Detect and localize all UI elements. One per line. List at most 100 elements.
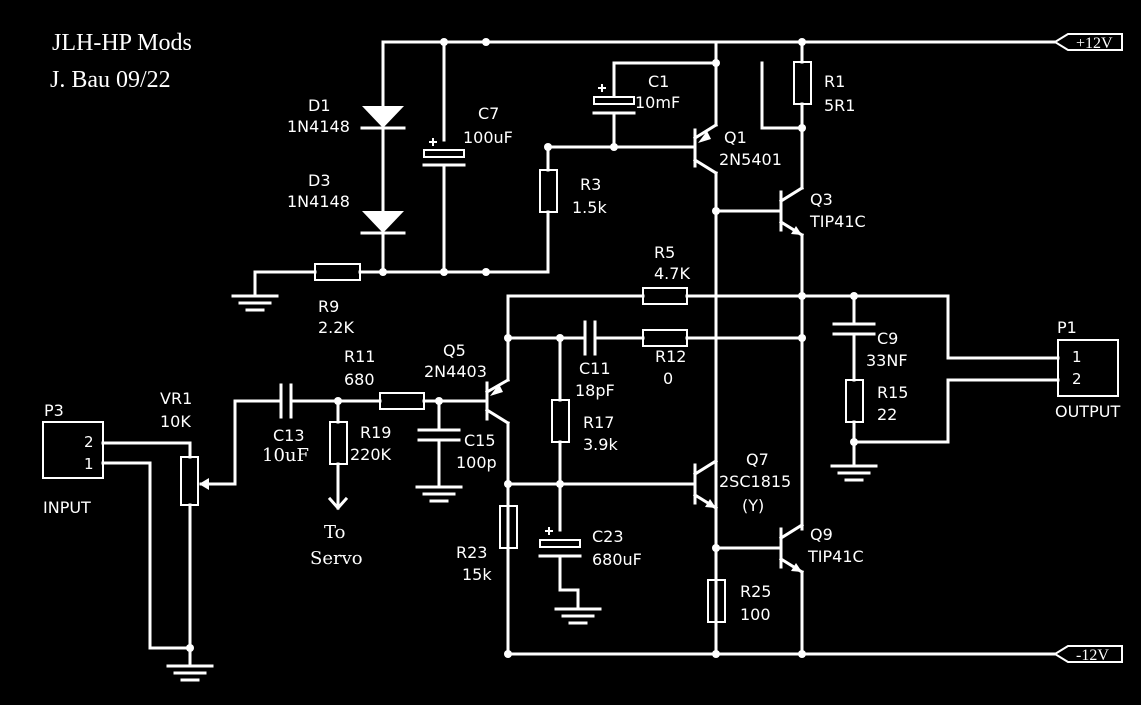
feedback-network: [506, 287, 942, 382]
q1-ref: Q1: [724, 128, 747, 147]
p3-name: INPUT: [43, 498, 91, 517]
resistor-r9: [314, 263, 361, 281]
c1-value: 10mF: [635, 93, 680, 112]
resistor-r25: [707, 579, 726, 623]
c7-ref: C7: [478, 104, 499, 123]
resistor-r1: [760, 40, 812, 130]
c1-ref: C1: [648, 72, 669, 91]
capacitor-c23: [538, 527, 582, 610]
q9-ref: Q9: [810, 525, 833, 544]
c13-ref: C13: [273, 426, 305, 445]
r19-value: 220K: [350, 445, 392, 464]
d3-ref: D3: [308, 171, 331, 190]
r17-ref: R17: [583, 413, 614, 432]
r23-value: 15k: [462, 565, 492, 584]
c23-ref: C23: [592, 527, 624, 546]
schematic-title: JLH-HP Mods: [52, 30, 192, 56]
ground-icon: [415, 485, 463, 503]
c11-value: 18pF: [575, 381, 615, 400]
q5-value: 2N4403: [424, 362, 487, 381]
resistor-r11: [379, 392, 489, 410]
p1-pin-2: 2: [1072, 370, 1082, 388]
c9-ref: C9: [877, 329, 898, 348]
diode-d1: [360, 106, 406, 130]
capacitor-c15: [417, 399, 461, 488]
bias-network: [253, 40, 550, 297]
p3-ref: P3: [44, 401, 64, 420]
r23-ref: R23: [456, 543, 487, 562]
r15-value: 22: [877, 405, 897, 424]
vr1-value: 10K: [160, 412, 191, 431]
d3-value: 1N4148: [287, 192, 350, 211]
q9-value: TIP41C: [807, 547, 864, 566]
transistor-q7: [506, 458, 719, 511]
transistor-q9: [714, 522, 805, 656]
output-network: [832, 294, 1060, 467]
r5-ref: R5: [654, 243, 675, 262]
r25-value: 100: [740, 605, 771, 624]
positive-rail: +12V: [381, 33, 1123, 52]
q7-grade: (Y): [742, 496, 764, 515]
resistor-r19: [327, 399, 349, 511]
r5-value: 4.7K: [654, 264, 690, 283]
d1-value: 1N4148: [287, 117, 350, 136]
q3-ref: Q3: [810, 190, 833, 209]
c9-value: 33NF: [866, 351, 908, 370]
r11-value: 680: [344, 370, 375, 389]
q7-ref: Q7: [746, 450, 769, 469]
diode-d3: [360, 211, 406, 235]
q5-ref: Q5: [443, 341, 466, 360]
r19-ref: R19: [360, 423, 391, 442]
r15-ref: R15: [877, 383, 908, 402]
q3-value: TIP41C: [809, 212, 866, 231]
resistor-r17: [551, 336, 570, 532]
transistor-q1: [692, 40, 719, 656]
r1-value: 5R1: [824, 96, 855, 115]
negative-rail-label: -12V: [1076, 647, 1109, 664]
p3-pin-1: 1: [84, 455, 94, 473]
p1-pin-1: 1: [1072, 348, 1082, 366]
c23-value: 680uF: [592, 550, 642, 569]
connector-p3: 2 1: [42, 421, 104, 479]
q7-value: 2SC1815: [719, 472, 791, 491]
r11-ref: R11: [344, 347, 375, 366]
capacitor-c7: [422, 138, 466, 167]
c7-value: 100uF: [463, 128, 513, 147]
transistor-q5: [484, 377, 511, 656]
r12-ref: R12: [655, 347, 686, 366]
capacitor-c13: [279, 383, 382, 419]
r1-ref: R1: [824, 72, 845, 91]
resistor-r23: [499, 505, 518, 549]
r25-ref: R25: [740, 582, 771, 601]
c13-value: 10uF: [262, 445, 309, 466]
positive-rail-label: +12V: [1076, 35, 1113, 52]
junction-dots: [186, 38, 858, 658]
r3-ref: R3: [580, 175, 601, 194]
ground-icon: [231, 294, 279, 312]
p1-ref: P1: [1057, 318, 1077, 337]
ground-icon: [166, 664, 214, 682]
r9-ref: R9: [318, 297, 339, 316]
input-wiring: [101, 399, 282, 667]
servo-line1: To: [324, 522, 345, 543]
d1-ref: D1: [308, 96, 331, 115]
r17-value: 3.9k: [583, 435, 618, 454]
ground-icon: [554, 607, 602, 625]
vr1-ref: VR1: [160, 389, 192, 408]
c15-value: 100p: [456, 453, 497, 472]
p3-pin-2: 2: [84, 433, 94, 451]
transistor-q3: [714, 126, 805, 531]
connector-p1: 1 2: [1057, 339, 1119, 397]
ground-icon: [830, 464, 878, 482]
q1-value: 2N5401: [719, 150, 782, 169]
r12-value: 0: [663, 369, 673, 388]
negative-rail: -12V: [506, 645, 1123, 664]
r3-value: 1.5k: [572, 198, 607, 217]
p1-name: OUTPUT: [1055, 402, 1120, 421]
c15-ref: C15: [464, 431, 496, 450]
c11-ref: C11: [579, 359, 611, 378]
capacitor-c1: [592, 61, 718, 149]
potentiometer-vr1: [180, 456, 209, 506]
author-date: J. Bau 09/22: [50, 67, 171, 93]
